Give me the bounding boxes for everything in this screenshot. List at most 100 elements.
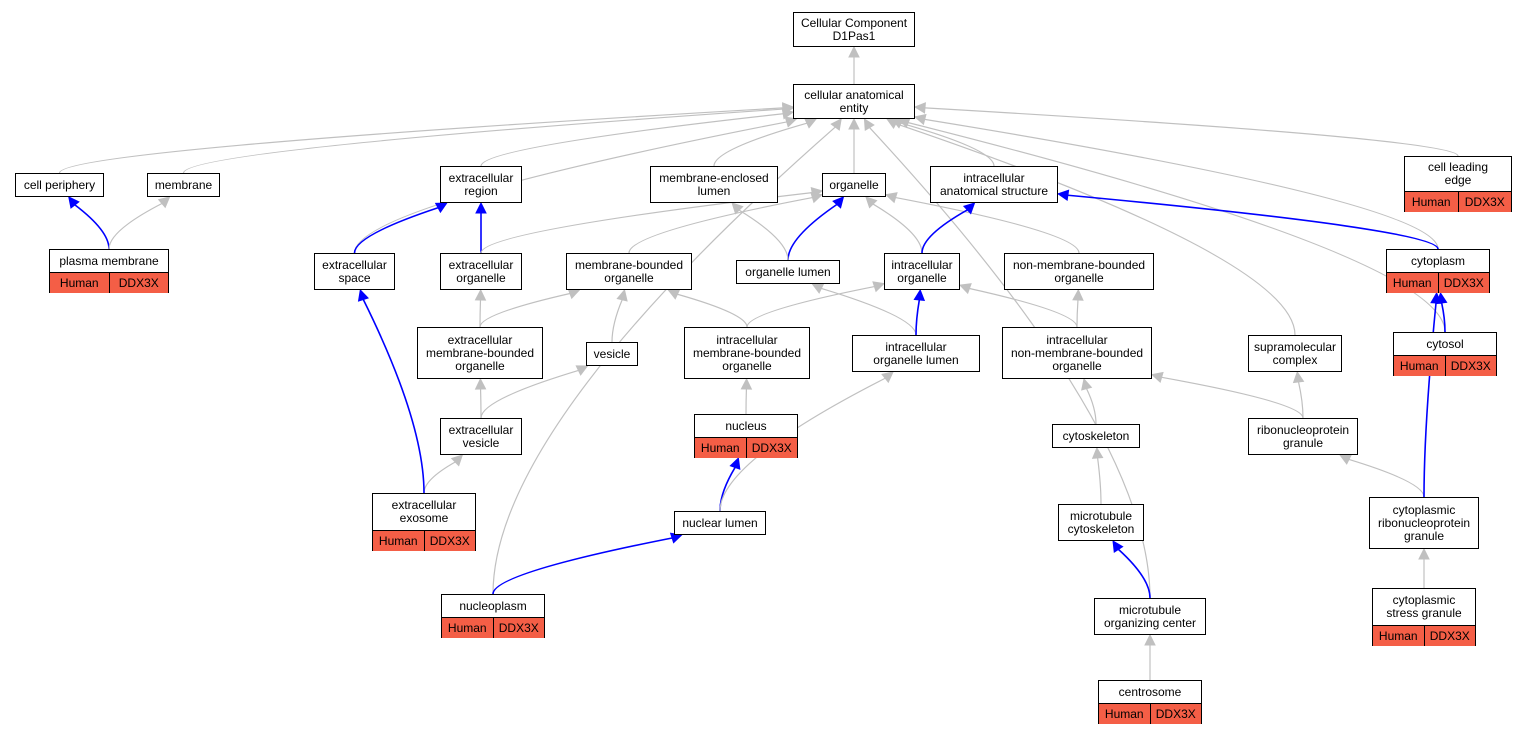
node-label: extracellular space xyxy=(322,257,387,285)
arrowhead xyxy=(811,283,825,294)
node-label: cytoplasm xyxy=(1410,253,1466,268)
arrowhead xyxy=(865,196,878,209)
node-extracellular-region[interactable]: extracellular region xyxy=(440,166,522,203)
arrowhead xyxy=(1056,189,1070,202)
node-label: intracellular non-membrane-bounded organ… xyxy=(1010,332,1144,373)
node-label: membrane-enclosed lumen xyxy=(659,170,769,198)
edge-intracellular-organelle-to-organelle xyxy=(872,203,923,254)
node-label: membrane-bounded organelle xyxy=(574,257,684,285)
species-tag: Human xyxy=(442,618,493,638)
node-organelle-lumen[interactable]: organelle lumen xyxy=(736,260,840,284)
arrowhead xyxy=(881,371,894,384)
edge-plasma-membrane-to-cell-periphery xyxy=(74,204,110,250)
node-intracellular-membrane-bounded-organelle[interactable]: intracellular membrane-bounded organelle xyxy=(684,327,810,379)
arrowhead xyxy=(1091,446,1104,459)
node-label: supramolecular complex xyxy=(1253,339,1337,367)
arrowhead xyxy=(729,456,741,470)
node-membrane[interactable]: membrane xyxy=(147,173,220,197)
edge-extracellular-region-to-cae xyxy=(480,113,784,167)
species-tag: Human xyxy=(50,273,109,293)
edge-cytoskeleton-to-intracellular-non-membrane-bounded-organelle xyxy=(1085,388,1097,425)
edge-cytoplasm-to-intracellular-anatomical-structure xyxy=(1067,194,1439,250)
gene-tag: DDX3X xyxy=(1149,704,1201,724)
node-organelle[interactable]: organelle xyxy=(822,173,886,197)
node-microtubule-cytoskeleton[interactable]: microtubule cytoskeleton xyxy=(1058,504,1144,541)
node-extracellular-vesicle[interactable]: extracellular vesicle xyxy=(440,418,522,455)
node-extracellular-organelle[interactable]: extracellular organelle xyxy=(440,253,522,290)
arrowhead xyxy=(68,196,80,209)
node-intracellular-non-membrane-bounded-organelle[interactable]: intracellular non-membrane-bounded organ… xyxy=(1002,327,1152,379)
node-microtubule-organizing-center[interactable]: microtubule organizing center xyxy=(1094,598,1206,635)
node-label: non-membrane-bounded organelle xyxy=(1012,257,1146,285)
gene-tag: DDX3X xyxy=(1423,626,1475,646)
edge-nucleoplasm-to-cae xyxy=(492,126,836,595)
node-cytoskeleton[interactable]: cytoskeleton xyxy=(1052,424,1140,448)
node-label: intracellular membrane-bounded organelle xyxy=(692,332,802,373)
node-label: extracellular membrane-bounded organelle xyxy=(425,332,535,373)
edge-extracellular-space-to-extracellular-region xyxy=(353,207,439,254)
edge-cell-leading-edge-to-cae xyxy=(924,107,1459,157)
arrowhead xyxy=(157,196,171,209)
edge-nucleoplasm-to-nuclear-lumen xyxy=(492,537,673,595)
arrowhead xyxy=(357,288,369,302)
node-supramolecular-complex[interactable]: supramolecular complex xyxy=(1248,335,1342,372)
node-cell-periphery[interactable]: cell periphery xyxy=(15,173,104,197)
node-label: organelle lumen xyxy=(745,264,831,279)
arrowhead xyxy=(913,288,926,301)
edge-plasma-membrane-to-membrane xyxy=(108,202,163,250)
arrowhead xyxy=(1112,540,1124,553)
arrowhead xyxy=(1144,633,1156,646)
arrowhead xyxy=(848,45,860,58)
node-intracellular-organelle[interactable]: intracellular organelle xyxy=(884,253,960,290)
arrowhead xyxy=(830,118,842,131)
node-label: cytoplasmic stress granule xyxy=(1386,593,1462,620)
node-intracellular-anatomical-structure[interactable]: intracellular anatomical structure xyxy=(930,166,1058,203)
arrowhead xyxy=(913,102,926,114)
edge-cytoplasmic-rnp-granule-to-cytoplasm xyxy=(1423,302,1437,498)
node-nuclear-lumen[interactable]: nuclear lumen xyxy=(674,511,766,535)
species-tag: Human xyxy=(1099,704,1150,724)
node-ribonucleoprotein-granule[interactable]: ribonucleoprotein granule xyxy=(1248,418,1358,455)
node-extracellular-space[interactable]: extracellular space xyxy=(314,253,395,290)
node-extracellular-membrane-bounded-organelle[interactable]: extracellular membrane-bounded organelle xyxy=(417,327,543,379)
arrowhead xyxy=(962,202,976,215)
edge-intracellular-membrane-bounded-organelle-to-intracellular-organelle xyxy=(746,285,875,328)
node-cytoplasmic-rnp-granule[interactable]: cytoplasmic ribonucleoprotein granule xyxy=(1369,497,1479,549)
arrowhead xyxy=(804,118,818,129)
node-label: nuclear lumen xyxy=(682,515,758,530)
arrowhead xyxy=(1338,454,1352,465)
node-root[interactable]: Cellular Component D1Pas1 xyxy=(793,12,915,47)
edge-microtubule-organizing-center-to-cae xyxy=(869,127,1151,599)
edge-intracellular-organelle-to-intracellular-anatomical-structure xyxy=(921,209,968,254)
gene-tag: DDX3X xyxy=(108,273,168,293)
arrowhead xyxy=(781,108,795,120)
edge-cytosol-to-cae xyxy=(908,122,1446,333)
node-non-membrane-bounded-organelle[interactable]: non-membrane-bounded organelle xyxy=(1004,253,1154,290)
node-label: intracellular organelle lumen xyxy=(873,339,959,367)
node-membrane-enclosed-lumen[interactable]: membrane-enclosed lumen xyxy=(650,166,778,203)
species-tag: Human xyxy=(1373,626,1424,646)
arrowhead xyxy=(848,117,860,130)
edge-membrane-bounded-organelle-to-organelle xyxy=(628,196,813,254)
gene-tag: DDX3X xyxy=(423,531,475,551)
node-label: extracellular organelle xyxy=(448,257,514,285)
node-intracellular-organelle-lumen[interactable]: intracellular organelle lumen xyxy=(852,335,980,372)
species-tag: Human xyxy=(1405,192,1458,212)
node-membrane-bounded-organelle[interactable]: membrane-bounded organelle xyxy=(566,253,692,290)
node-vesicle[interactable]: vesicle xyxy=(586,342,638,366)
node-cae[interactable]: cellular anatomical entity xyxy=(793,84,915,119)
node-label: cytoskeleton xyxy=(1062,428,1130,443)
arrowhead xyxy=(913,113,927,126)
edge-intracellular-organelle-lumen-to-intracellular-organelle xyxy=(915,299,921,336)
